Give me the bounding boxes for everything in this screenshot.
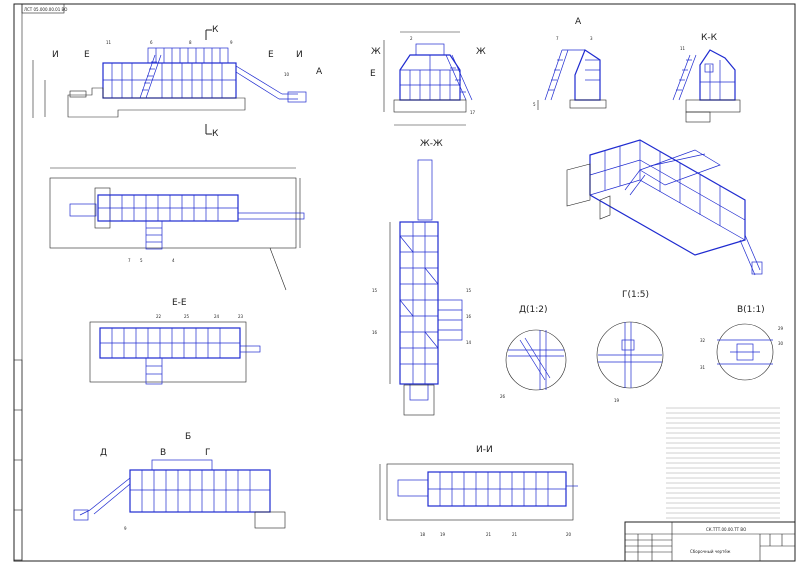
- stamp-title: Сборочный чертёж: [690, 549, 731, 554]
- section-ii-drawing: [379, 463, 578, 521]
- title-block: [624, 521, 796, 562]
- callout-a-3: 3: [590, 36, 593, 41]
- callout-ii-21: 21: [486, 532, 492, 537]
- section-ee-drawing: [89, 321, 261, 385]
- callout-v-31: 31: [700, 365, 706, 370]
- callout-front-6: 6: [150, 40, 153, 45]
- detail-g-title: Г(1:5): [622, 290, 649, 300]
- callout-v-29: 29: [778, 326, 784, 331]
- front-view: [32, 47, 307, 118]
- callout-g-19: 19: [614, 398, 620, 403]
- marker-a: А: [316, 67, 323, 77]
- callout-ee-24: 24: [214, 314, 220, 319]
- callout-front-10: 10: [284, 72, 290, 77]
- callout-a-5: 5: [533, 102, 536, 107]
- marker-i-left: И: [52, 50, 59, 60]
- view-a-title: А: [575, 17, 582, 27]
- isometric-view: [566, 139, 763, 276]
- callout-b-9: 9: [124, 526, 127, 531]
- callout-ii-21b: 21: [512, 532, 518, 537]
- section-kk-drawing: [672, 49, 741, 123]
- detail-d-title: Д(1:2): [519, 305, 548, 315]
- callout-side-2: 2: [410, 36, 413, 41]
- marker-d: Д: [100, 448, 107, 458]
- callout-plan-4: 4: [172, 258, 175, 263]
- marker-k-bottom: К: [212, 129, 219, 139]
- callout-d-26: 26: [500, 394, 506, 399]
- callout-zhzh-14: 14: [466, 340, 472, 345]
- callout-zhzh-16: 16: [372, 330, 378, 335]
- callout-zhzh-15b: 15: [466, 288, 472, 293]
- callout-v-32: 32: [700, 338, 706, 343]
- view-b-title: Б: [185, 432, 191, 442]
- callout-front-9: 9: [230, 40, 233, 45]
- marker-e-left: Е: [84, 50, 90, 60]
- section-ee-title: Е-Е: [172, 298, 187, 308]
- stamp-code: СК.ТТТ.00.00.ТТ ВО: [706, 527, 746, 532]
- callout-ii-18: 18: [420, 532, 426, 537]
- callout-kk-11: 11: [680, 46, 686, 51]
- marker-zh-left: Ж: [371, 47, 381, 57]
- detail-v-title: В(1:1): [737, 305, 765, 315]
- section-kk-title: К-К: [701, 33, 718, 43]
- callout-zhzh-15: 15: [372, 288, 378, 293]
- section-ii-title: И-И: [476, 445, 493, 455]
- detail-v-drawing: [716, 323, 774, 381]
- top-code-text: ЛСТ 05.000.00.01 ВО: [24, 7, 67, 12]
- callout-ee-22: 22: [156, 314, 162, 319]
- top-code-box: [21, 3, 65, 14]
- callout-zhzh-16b: 16: [466, 314, 472, 319]
- plan-view: [49, 167, 305, 291]
- marker-k-top: К: [212, 25, 219, 35]
- marker-zh-right: Ж: [476, 47, 486, 57]
- callout-v-30: 30: [778, 341, 784, 346]
- marker-i-right: И: [296, 50, 303, 60]
- callout-plan-5: 5: [140, 258, 143, 263]
- marker-v: В: [160, 448, 166, 458]
- callout-ii-20: 20: [566, 532, 572, 537]
- section-zhzh-drawing: [389, 159, 463, 416]
- side-view: [383, 31, 473, 126]
- section-zhzh-title: Ж-Ж: [420, 139, 443, 149]
- technical-notes: [666, 407, 780, 519]
- callout-front-11: 11: [106, 40, 112, 45]
- callout-a-7: 7: [556, 36, 559, 41]
- sheet-frame: [13, 3, 796, 562]
- detail-g-drawing: [596, 321, 664, 389]
- callout-ee-23: 23: [238, 314, 244, 319]
- marker-g: Г: [205, 448, 211, 458]
- callout-ii-19: 19: [440, 532, 446, 537]
- callout-ee-25: 25: [184, 314, 190, 319]
- callout-side-17: 17: [470, 110, 476, 115]
- callout-plan-7: 7: [128, 258, 131, 263]
- marker-e-right: Е: [268, 50, 274, 60]
- view-b-drawing: [73, 459, 286, 529]
- detail-d-drawing: [505, 329, 567, 391]
- marker-e-side: Е: [370, 69, 376, 79]
- callout-front-8: 8: [189, 40, 192, 45]
- view-a-drawing: [537, 49, 607, 110]
